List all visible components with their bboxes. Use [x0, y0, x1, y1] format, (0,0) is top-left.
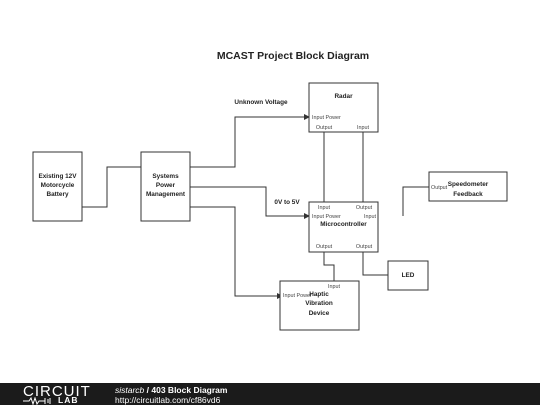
haptic-label-line-1: Haptic — [309, 291, 329, 298]
wire-label-0v-to-5v: 0V to 5V — [274, 199, 300, 206]
micro-port-input-right: Input — [364, 214, 376, 220]
micro-port-input-top: Input — [318, 205, 330, 211]
haptic-label-line-2: Vibration — [305, 300, 333, 307]
circuitlab-logo-lab: LAB — [58, 395, 79, 405]
footer-bar: CIRCUIT LAB sistarcb / 403 Block Diagram… — [0, 383, 540, 405]
battery-label-line-3: Battery — [46, 191, 68, 198]
wire-micro-to-haptic — [323, 252, 335, 281]
speedo-label-line-2: Feedback — [453, 191, 483, 198]
circuitlab-logo-wave-icon — [23, 397, 51, 405]
battery-label-line-1: Existing 12V — [38, 173, 77, 180]
block-haptic: Input Input Power Haptic Vibration Devic… — [279, 280, 360, 331]
microcontroller-label: Microcontroller — [320, 221, 367, 228]
radar-box — [308, 82, 379, 133]
micro-port-output-top: Output — [356, 205, 373, 211]
battery-box — [32, 151, 83, 222]
block-diagram-canvas: MCAST Project Block Diagram Unknown Volt… — [32, 50, 508, 331]
led-box — [387, 260, 429, 291]
led-label: LED — [402, 272, 415, 279]
power-label-line-1: Systems — [152, 173, 179, 180]
microcontroller-box — [308, 201, 379, 253]
micro-port-input-power: Input Power — [312, 214, 341, 220]
project-name[interactable]: 403 Block Diagram — [151, 385, 228, 395]
haptic-box — [279, 280, 360, 331]
diagram-title: MCAST Project Block Diagram — [217, 50, 369, 62]
speedo-port-output: Output — [431, 185, 448, 191]
haptic-port-input: Input — [328, 284, 340, 290]
radar-port-input-power: Input Power — [312, 115, 341, 121]
speedometer-box — [428, 171, 508, 202]
wire-speedo-to-micro — [402, 186, 429, 216]
power-management-box — [140, 151, 191, 222]
micro-port-output-bottom-right: Output — [356, 244, 373, 250]
block-power-management: Systems Power Management — [140, 151, 191, 222]
radar-port-input: Input — [357, 125, 369, 131]
credit-line: sistarcb / 403 Block Diagram — [115, 385, 227, 395]
wire-power-to-haptic — [190, 206, 283, 299]
micro-port-output-bottom-left: Output — [316, 244, 333, 250]
wire-label-unknown-voltage: Unknown Voltage — [234, 99, 288, 106]
credit-separator: / — [144, 385, 152, 395]
radar-label: Radar — [334, 93, 353, 100]
block-led: LED — [387, 260, 429, 291]
power-label-line-2: Power — [156, 182, 176, 189]
haptic-label-line-3: Device — [309, 310, 330, 317]
wire-power-to-micro — [190, 186, 310, 219]
wire-battery-to-power — [82, 166, 141, 208]
battery-label-line-2: Motorcycle — [41, 182, 75, 189]
block-battery: Existing 12V Motorcycle Battery — [32, 151, 83, 222]
circuitlab-logo-circuit: CIRCUIT — [23, 383, 91, 400]
speedo-label-line-1: Speedometer — [448, 181, 489, 188]
wires — [82, 114, 429, 299]
block-speedometer: Output Speedometer Feedback — [428, 171, 508, 202]
project-url-link[interactable]: http://circuitlab.com/cf86vd6 — [115, 395, 221, 405]
wire-power-to-radar — [190, 114, 310, 168]
haptic-port-input-power: Input Power — [283, 293, 312, 299]
wire-micro-to-led — [362, 252, 388, 276]
block-microcontroller: Input Output Input Power Input Microcont… — [308, 201, 379, 253]
power-label-line-3: Management — [146, 191, 186, 198]
block-radar: Radar Input Power Output Input — [308, 82, 379, 133]
radar-port-output: Output — [316, 125, 333, 131]
author-link[interactable]: sistarcb — [115, 385, 145, 395]
